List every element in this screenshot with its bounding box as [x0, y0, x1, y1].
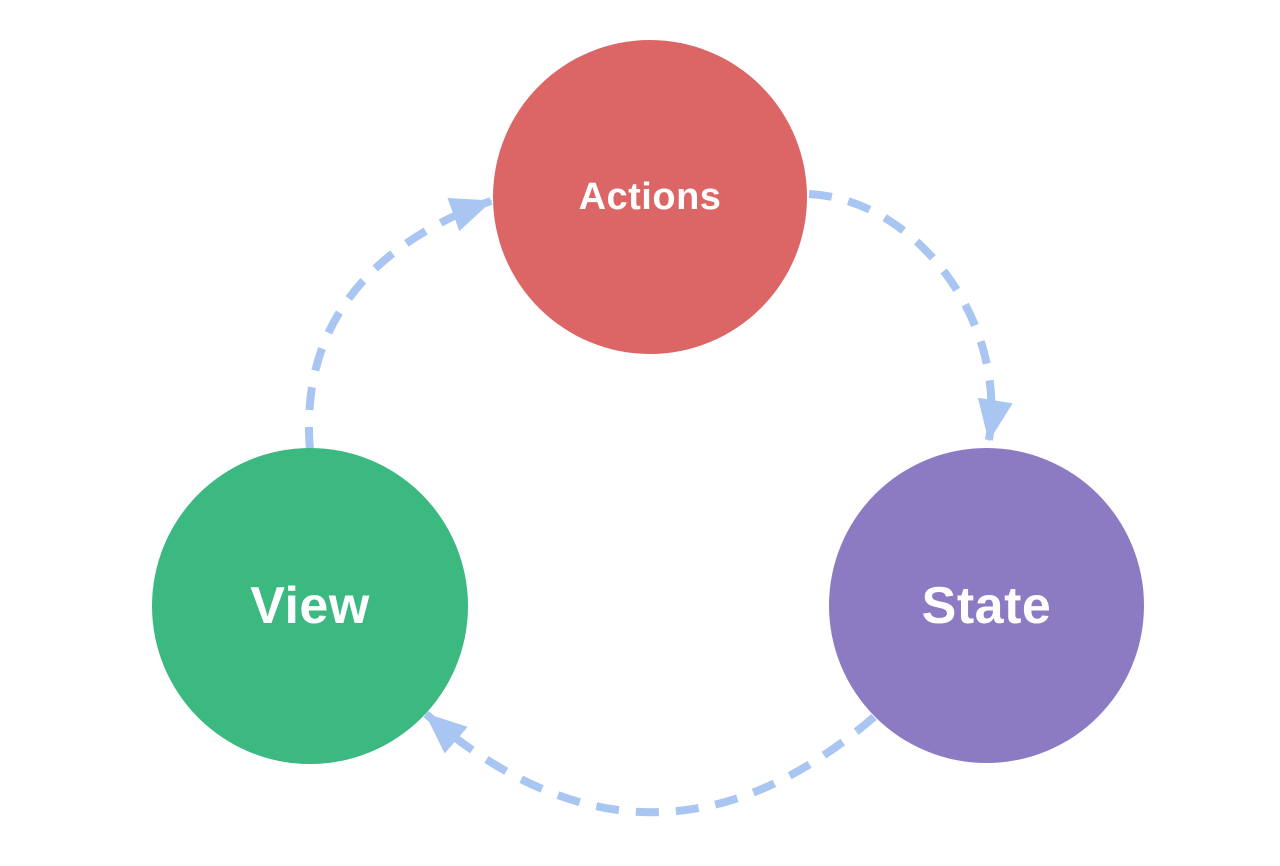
node-actions: Actions	[493, 40, 807, 354]
arrow-view-to-actions	[305, 197, 493, 451]
arrow-actions-to-state	[808, 190, 1013, 442]
arrow-state-to-view	[423, 710, 877, 817]
node-view-label: View	[250, 577, 370, 635]
node-actions-label: Actions	[578, 175, 722, 218]
node-view: View	[152, 448, 468, 764]
node-state-label: State	[921, 576, 1052, 635]
node-state: State	[829, 448, 1144, 763]
